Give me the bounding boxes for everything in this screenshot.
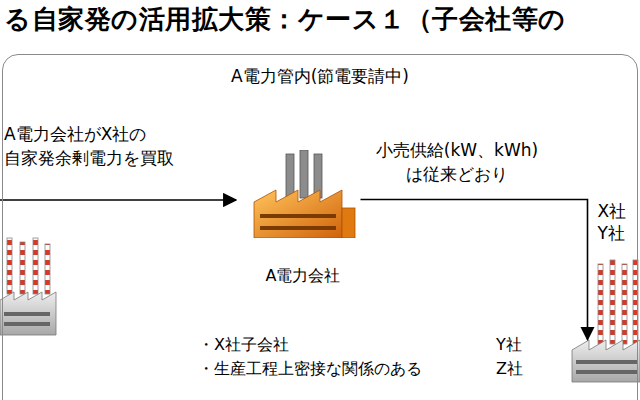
customer-names: X社Y社 xyxy=(598,200,627,244)
chimney xyxy=(286,154,294,198)
chimney xyxy=(45,244,50,294)
node-label: X社 xyxy=(598,200,627,222)
window-row xyxy=(576,360,638,364)
note-text: Z社 xyxy=(496,358,536,380)
edge-label: 小売供給(kW、kWh) は従来どおり xyxy=(362,138,552,186)
supply-arrow xyxy=(361,200,588,340)
plant-annex xyxy=(342,208,355,238)
chimney xyxy=(33,238,38,294)
service-area-region: A電力管内(節電要請中)A電力会社X社Y社 xyxy=(2,54,638,400)
chimney xyxy=(622,264,627,344)
right-factory xyxy=(572,260,640,382)
node-label: Y社 xyxy=(598,222,627,244)
chimney xyxy=(300,150,308,198)
chimney xyxy=(20,242,25,294)
window-row xyxy=(260,226,336,230)
chimney xyxy=(598,264,603,344)
plant-building xyxy=(254,190,342,238)
node-label: A電力会社 xyxy=(246,266,361,286)
purchase-arrow xyxy=(0,199,236,201)
note-text: ・生産工程上密接な関係のある xyxy=(198,358,478,380)
customer-factory-node: X社Y社 xyxy=(575,340,638,380)
chimney xyxy=(7,238,12,294)
chimney xyxy=(610,260,615,344)
note-text: ・X社子会社 xyxy=(198,334,338,356)
factory-body xyxy=(0,292,56,335)
page-title: る自家発の活用拡大策：ケース１（子会社等の xyxy=(4,2,566,37)
window-row xyxy=(260,214,336,218)
note-text: Y社 xyxy=(496,334,536,356)
window-row xyxy=(576,370,638,374)
factory-body xyxy=(572,340,640,382)
left-factory xyxy=(0,238,56,335)
power-company-node: A電力会社 xyxy=(246,150,361,286)
window-row xyxy=(4,322,50,326)
arrow-note: A電力会社がX社の 自家発余剰電力を買取 xyxy=(4,122,204,170)
region-heading: A電力管内(節電要請中) xyxy=(3,65,637,88)
window-row xyxy=(4,312,50,316)
power-plant-icon xyxy=(246,150,361,238)
